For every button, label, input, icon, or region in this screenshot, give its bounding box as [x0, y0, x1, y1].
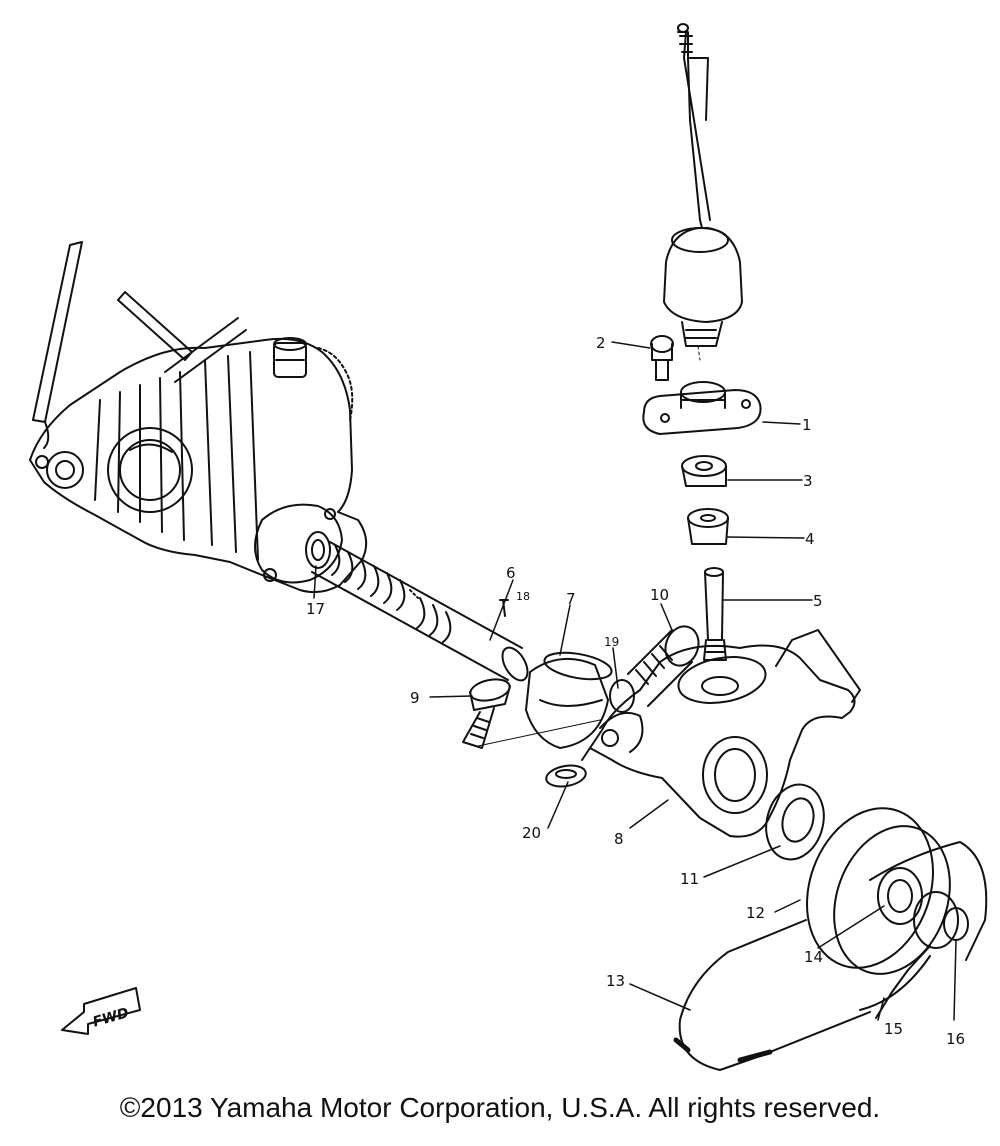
callout-6: 6 — [506, 564, 516, 582]
callout-20: 20 — [522, 824, 541, 842]
callout-16: 16 — [946, 1030, 965, 1048]
callout-5: 5 — [813, 592, 823, 610]
speedometer-cable — [663, 23, 743, 361]
callout-10: 10 — [650, 586, 669, 604]
gear-housing — [477, 629, 861, 838]
callout-4: 4 — [805, 530, 815, 548]
callout-13: 13 — [606, 972, 625, 990]
callout-2: 2 — [596, 334, 606, 352]
oil-seal-11 — [765, 783, 825, 861]
bushing-3 — [681, 455, 727, 487]
copyright-notice: ©2013 Yamaha Motor Corporation, U.S.A. A… — [119, 1092, 881, 1123]
drive-shaft — [311, 541, 529, 682]
bolt-2 — [650, 335, 674, 381]
bushing-4 — [687, 508, 729, 545]
fwd-arrow-icon: FWD — [61, 987, 141, 1035]
joint-flange-1 — [642, 381, 762, 435]
callout-18: 18 — [516, 590, 530, 603]
callout-15: 15 — [884, 1020, 903, 1038]
cable-13 — [673, 841, 988, 1071]
callout-8: 8 — [614, 830, 624, 848]
circlip-14 — [913, 891, 959, 949]
callout-labels: 1 2 3 4 5 6 7 8 9 10 11 12 13 14 15 16 1… — [306, 334, 965, 1048]
clip-15 — [875, 945, 931, 1019]
callout-7: 7 — [566, 590, 576, 608]
callout-9: 9 — [410, 689, 420, 707]
driven-gear-5 — [703, 567, 727, 661]
pin-18 — [499, 599, 509, 617]
callout-11: 11 — [680, 870, 699, 888]
callout-19: 19 — [604, 635, 619, 649]
callout-17: 17 — [306, 600, 325, 618]
bolt-9 — [462, 678, 511, 749]
callout-1: 1 — [802, 416, 812, 434]
leader-lines — [313, 341, 957, 1021]
engine-assembly — [29, 241, 368, 594]
callout-14: 14 — [804, 948, 823, 966]
washer-20 — [545, 764, 587, 788]
callout-3: 3 — [803, 472, 813, 490]
callout-12: 12 — [746, 904, 765, 922]
washer-19 — [609, 679, 635, 713]
ring-16 — [943, 907, 969, 941]
bolt-10 — [627, 625, 700, 707]
